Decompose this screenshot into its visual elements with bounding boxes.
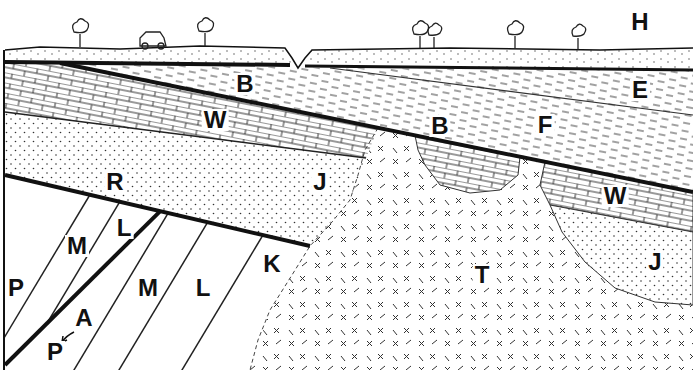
soil-layer-part (305, 48, 693, 70)
layer-letter: J (311, 171, 328, 193)
intrusion-t-part (250, 128, 693, 370)
layer-letter: B (234, 73, 255, 95)
tilted-layers-part (0, 168, 140, 370)
layer-letter: M (65, 235, 89, 257)
soil-layer-part (5, 46, 693, 68)
layer-letter: W (202, 109, 229, 131)
tilted-layers-part-part (62, 190, 182, 370)
tilted-layers-part-part (0, 178, 100, 370)
layer-letter: M (136, 277, 160, 299)
layer-j (5, 112, 366, 246)
contact-lines-part (330, 68, 693, 115)
intrusion-t (250, 128, 693, 370)
surface-features-part (198, 18, 214, 46)
layer-letter: L (194, 277, 213, 299)
contact-lines-part (3, 50, 5, 370)
layer-j-part (5, 112, 366, 246)
inclusion-blocks-part (550, 205, 693, 305)
contact-lines-part (5, 112, 366, 158)
layer-letter: K (261, 253, 282, 275)
soil-layer-part (5, 46, 292, 65)
layer-letter: J (646, 251, 663, 273)
layer-letter: B (429, 115, 450, 137)
inclusion-blocks (415, 135, 693, 305)
contact-lines (4, 50, 693, 370)
contact-lines-part (5, 175, 310, 246)
tilted-layers-part (62, 185, 290, 370)
layer-letter: R (104, 171, 125, 193)
surface-features-part (73, 19, 89, 47)
intrusion-t-part (250, 128, 378, 370)
surface-features-part (508, 21, 524, 49)
surface-features-part (413, 21, 429, 48)
layer-letter: P (45, 341, 65, 363)
layer-letter: E (630, 79, 650, 101)
layer-letter: W (602, 185, 629, 207)
layer-letter: A (73, 307, 94, 329)
contact-lines-part (5, 62, 290, 65)
layer-letter: F (536, 114, 555, 136)
contact-lines-part (60, 63, 693, 192)
surface-features-part (572, 24, 586, 50)
layer-letter: L (115, 217, 134, 239)
surface-features-part (158, 43, 164, 49)
contact-lines-part (305, 66, 693, 70)
layer-letter: P (6, 277, 26, 299)
inclusion-blocks-part (550, 205, 693, 305)
surface-features-part (428, 23, 442, 48)
surface-features-part (142, 43, 148, 49)
contact-lines-part (5, 211, 160, 365)
tilted-layers (0, 168, 290, 370)
surface-features (73, 18, 586, 50)
layer-letter: T (473, 264, 492, 286)
layer-letter: H (629, 11, 650, 33)
